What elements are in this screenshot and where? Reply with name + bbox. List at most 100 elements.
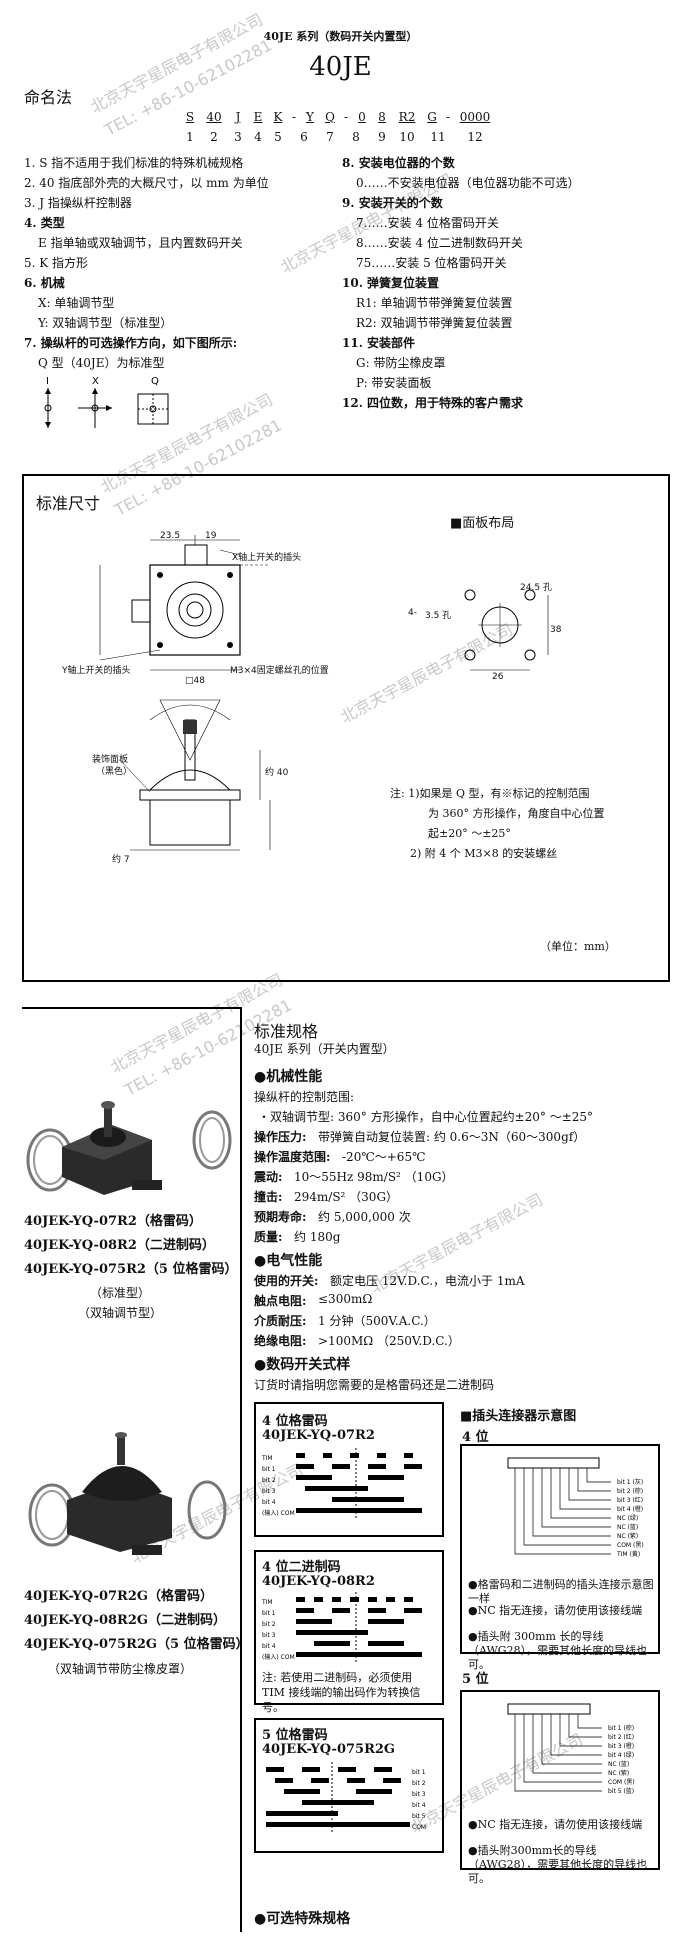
spec-label: 绝缘电阻: — [254, 1334, 307, 1348]
wave-bar — [347, 1822, 356, 1827]
wave-bar — [347, 1778, 356, 1783]
spec-label: 质量: — [254, 1230, 283, 1244]
product-model: 40JEK-YQ-07R2（格雷码） — [24, 1214, 202, 1229]
box1-model: 40JEK-YQ-07R2 — [262, 1428, 375, 1443]
connector-wire — [514, 1468, 611, 1555]
wave-bar — [296, 1453, 305, 1458]
wave-bar — [404, 1464, 413, 1469]
connector-pin-label: NC (蓝) — [608, 1760, 629, 1768]
series-header: 40JE 系列（数码开关内置型） — [263, 30, 418, 43]
wave-bar — [347, 1800, 356, 1805]
wave-bar — [284, 1778, 293, 1783]
elec-title: ●电气性能 — [254, 1253, 323, 1269]
connector-note: ●NC 指无连接，请勿使用该接线端 — [468, 1604, 643, 1617]
wave-bar — [383, 1789, 392, 1794]
wave-bar — [392, 1822, 401, 1827]
code-char: R2 — [398, 110, 416, 124]
dims-note-1: 注: 1)如果是 Q 型，有※标记的控制范围 — [390, 787, 590, 800]
connector-pin-label: NC (蓝) — [617, 1523, 638, 1531]
list-item: 1. S 指不适用于我们标准的特殊机械规格 — [24, 156, 244, 170]
wave-bar — [377, 1619, 386, 1624]
wave-bar — [356, 1789, 365, 1794]
d26-label: 26 — [492, 672, 504, 682]
wave-bar — [350, 1486, 359, 1491]
panel-color: （黑色） — [96, 767, 133, 777]
wave-bar — [377, 1508, 386, 1513]
product-model: 40JEK-YQ-075R2G（5 位格雷码） — [24, 1637, 249, 1652]
wave-bar — [332, 1597, 341, 1602]
wave-bar — [404, 1453, 413, 1458]
wave-bar — [323, 1619, 332, 1624]
spec-label: 撞击: — [254, 1190, 283, 1204]
wave-label: bit 1 — [262, 1610, 276, 1617]
wave-bar — [275, 1811, 284, 1816]
code-num: 8 — [352, 130, 360, 144]
list-item: P: 带安装面板 — [356, 376, 432, 390]
wave-bar — [341, 1652, 350, 1657]
code-title: ●数码开关式样 — [254, 1357, 351, 1373]
connector-pin-label: bit 5 (蓝) — [608, 1787, 634, 1795]
section-rule-vertical — [240, 1007, 242, 1932]
spec-label: 使用的开关: — [254, 1274, 319, 1288]
wave-bar — [296, 1597, 305, 1602]
wave-bar — [404, 1608, 413, 1613]
spec-value: 约 5,000,000 次 — [318, 1210, 411, 1224]
wave-bar — [383, 1822, 392, 1827]
spec-value: 294m/S² （30G） — [294, 1190, 399, 1204]
wave-bar — [404, 1508, 413, 1513]
spec-value: 带弹簧自动复位装置: 约 0.6～3N（60～300gf） — [318, 1130, 586, 1144]
spec-value: 1 分钟（500V.A.C.） — [318, 1314, 436, 1328]
wave-bar — [341, 1608, 350, 1613]
wave-bar — [359, 1497, 368, 1502]
gray-code-5-box — [254, 1718, 444, 1853]
section-rule — [22, 1007, 240, 1009]
connector-pin-label: bit 1 (棕) — [608, 1724, 634, 1732]
wave-bar — [356, 1778, 365, 1783]
wave-bar — [332, 1464, 341, 1469]
naming-title: 命名法 — [24, 88, 73, 107]
y-switch-label: Y轴上开关的插头 — [62, 666, 131, 676]
wave-bar — [332, 1508, 341, 1513]
wave-bar — [377, 1641, 386, 1646]
wave-bar — [413, 1608, 422, 1613]
connector-wire — [550, 1468, 611, 1519]
connector-pin-label: bit 3 (橙) — [608, 1742, 634, 1750]
connector-wire — [523, 1468, 611, 1546]
wave-bar — [341, 1486, 350, 1491]
wave-bar — [359, 1508, 368, 1513]
wave-bar — [350, 1630, 359, 1635]
wave-bar — [284, 1822, 293, 1827]
wave-bar — [296, 1630, 305, 1635]
dims-note-2: 为 360° 方形操作，角度自中心位置 — [428, 807, 605, 820]
code-num: 9 — [378, 130, 386, 144]
wave-bar — [386, 1597, 395, 1602]
connector-wire — [541, 1714, 602, 1765]
code-char: G — [427, 110, 437, 124]
m3-label: M3×4固定螺丝孔的位置 — [230, 666, 329, 676]
connector-pin-label: bit 3 (红) — [617, 1496, 643, 1504]
wave-bar — [347, 1767, 356, 1772]
wave-bar — [338, 1822, 347, 1827]
wave-label: bit 4 — [262, 1643, 276, 1650]
wave-bar — [404, 1597, 413, 1602]
wave-bar — [323, 1508, 332, 1513]
connector-pin-label: bit 2 (棕) — [617, 1487, 643, 1495]
code-char: 8 — [378, 110, 386, 124]
wave-bar — [311, 1767, 320, 1772]
wave-bar — [314, 1508, 323, 1513]
wave-bar — [311, 1811, 320, 1816]
code-char: - — [445, 110, 451, 124]
wave-bar — [377, 1464, 386, 1469]
list-item: G: 带防尘橡皮罩 — [356, 356, 446, 370]
wave-bar — [377, 1608, 386, 1613]
product-1-sub: （双轴调节型） — [77, 1306, 162, 1320]
wave-label: bit 4 — [262, 1499, 276, 1506]
list-item: 4. 类型 — [24, 216, 65, 230]
wave-bar — [365, 1800, 374, 1805]
wave-bar — [329, 1811, 338, 1816]
wave-bar — [395, 1641, 404, 1646]
wave-bar — [368, 1597, 377, 1602]
wave-label: bit 1 — [262, 1466, 276, 1473]
wave-label: bit 4 — [412, 1802, 426, 1809]
